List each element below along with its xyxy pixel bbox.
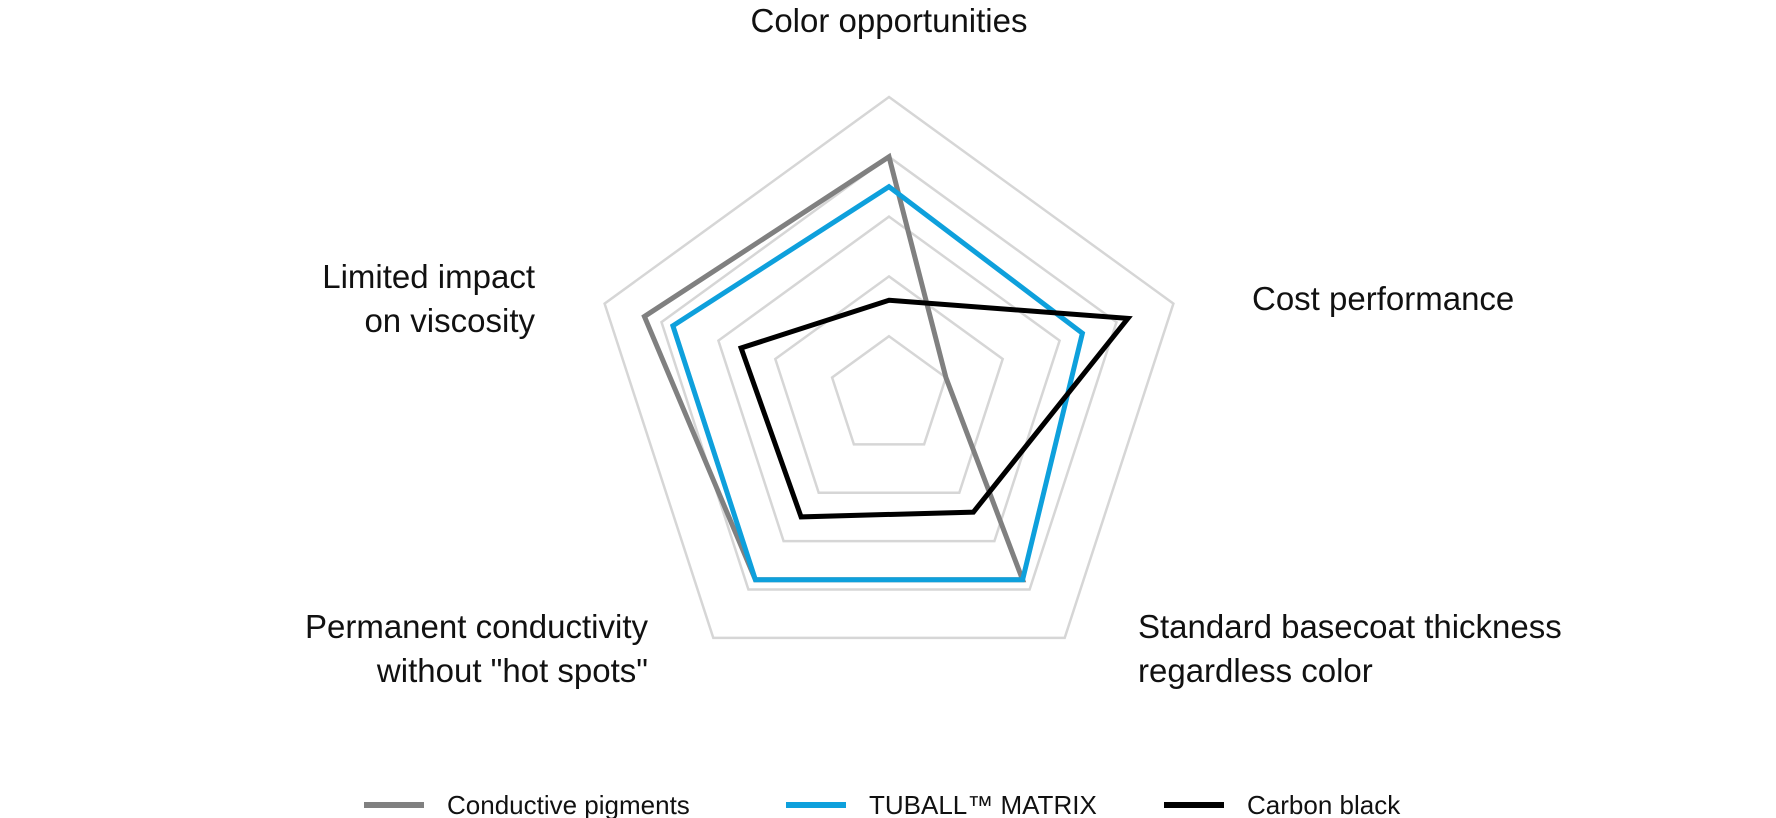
radar-series [641, 152, 1133, 583]
radar-grid [603, 95, 1175, 640]
legend: Conductive pigments TUBALL™ MATRIX Carbon … [364, 790, 1401, 818]
grid-ring-3 [716, 215, 1062, 543]
legend-label-1: Conductive pigments [447, 790, 690, 818]
axis-label-5: Limited impact on viscosity [322, 258, 535, 339]
series-line-3 [737, 297, 1133, 520]
axis-label-2: Cost performance [1252, 280, 1514, 317]
axis-label-2-line-1: Cost performance [1252, 280, 1514, 317]
legend-label-2: TUBALL™ MATRIX [869, 790, 1097, 818]
legend-label-3: Carbon black [1247, 790, 1401, 818]
axis-label-3: Standard basecoat thickness regardless co… [1138, 608, 1562, 689]
grid-ring-5 [603, 95, 1175, 640]
axis-label-5-line-1: Limited impact [322, 258, 535, 295]
axis-label-4-line-2: without "hot spots" [376, 652, 648, 689]
axis-label-1-line-1: Color opportunities [751, 2, 1028, 39]
axis-label-3-line-2: regardless color [1138, 652, 1373, 689]
axis-label-5-line-2: on viscosity [364, 302, 535, 339]
series-line-2 [669, 183, 1086, 583]
grid-ring-2 [773, 274, 1005, 495]
axis-label-1: Color opportunities [751, 2, 1028, 39]
axis-label-3-line-1: Standard basecoat thickness [1138, 608, 1562, 645]
axis-label-4-line-1: Permanent conductivity [305, 608, 649, 645]
axis-label-4: Permanent conductivity without "hot spots… [305, 608, 649, 689]
grid-ring-1 [830, 334, 948, 446]
grid-ring-4 [660, 155, 1118, 591]
